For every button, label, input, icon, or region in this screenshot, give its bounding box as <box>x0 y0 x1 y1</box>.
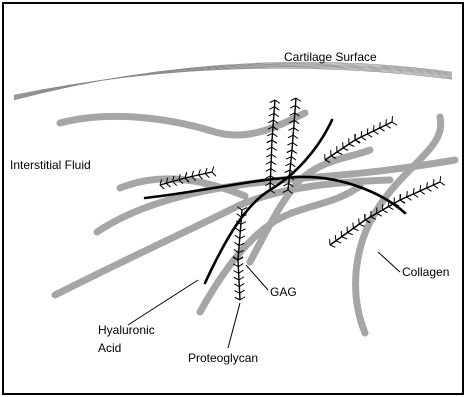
gag-chain <box>234 242 239 245</box>
gag-chain <box>271 169 276 172</box>
gag-chain <box>240 297 245 300</box>
label-collagen: Collagen <box>402 265 449 279</box>
gag-chain <box>330 245 335 247</box>
gag-chain <box>240 290 245 293</box>
gag-chain <box>295 105 300 108</box>
gag-chain <box>236 228 241 231</box>
gag-chain <box>388 207 393 210</box>
gag-chain <box>383 210 388 213</box>
label-hyaluronic-acid-line1: Hyaluronic <box>98 323 155 337</box>
gag-chain <box>237 214 242 217</box>
hyaluronic-acid-strand <box>205 120 332 283</box>
gag-chain <box>160 185 164 189</box>
gag-chain <box>427 182 428 188</box>
gag-chain <box>205 174 209 178</box>
gag-chain <box>274 113 279 116</box>
gag-chain <box>407 191 408 197</box>
gag-chain <box>440 176 441 182</box>
gag-chain <box>374 125 375 131</box>
gag-chain <box>374 131 379 134</box>
gag-chain <box>392 116 393 122</box>
gag-chain <box>291 163 296 166</box>
gag-chain <box>400 200 405 203</box>
gag-chain <box>235 235 240 238</box>
gag-chain <box>349 144 354 146</box>
gag-chain <box>336 241 341 243</box>
gag-chain <box>275 100 280 103</box>
gag-chain <box>238 263 243 266</box>
gag-chain <box>413 188 414 194</box>
label-cartilage-surface: Cartilage Surface <box>284 50 377 64</box>
surface-hatch-line <box>14 65 452 97</box>
gag-chain <box>271 154 276 157</box>
gag-chain <box>355 134 356 140</box>
gag-chain <box>413 194 418 197</box>
gag-chain <box>294 128 299 131</box>
gag-chain <box>293 143 298 146</box>
label-hyaluronic-acid-line2: Acid <box>98 341 121 355</box>
gag-chain <box>427 188 432 191</box>
gag-chain <box>359 224 364 226</box>
gag-chain <box>166 183 170 187</box>
gag-chain <box>271 161 276 164</box>
gag-chain <box>392 122 397 125</box>
gag-chain <box>272 140 277 143</box>
gag-chain <box>292 150 297 153</box>
collagen-fibers <box>55 113 455 333</box>
gag-chain <box>293 135 298 138</box>
gag-chain <box>433 185 438 188</box>
gag-chain <box>433 179 434 185</box>
surface-hatch-line <box>14 67 452 97</box>
leader-line-collagen <box>378 252 400 272</box>
gag-chain <box>272 147 277 150</box>
leader-line-proteoglycan <box>228 303 240 348</box>
gag-chain <box>400 194 401 200</box>
gag-chain <box>367 128 368 134</box>
gag-chain <box>386 125 391 128</box>
gag-chain <box>348 233 353 235</box>
gag-chain <box>386 119 387 125</box>
gag-chain <box>440 182 445 185</box>
cartilage-surface-band <box>14 62 452 100</box>
gag-chain <box>342 237 347 239</box>
surface-hatch-line <box>14 67 452 95</box>
label-gag: GAG <box>270 285 297 299</box>
gag-chain <box>361 131 362 137</box>
leader-line-gag <box>246 265 268 290</box>
gag-chain <box>367 134 372 137</box>
label-proteoglycan: Proteoglycan <box>188 351 258 365</box>
gag-chain <box>380 128 385 131</box>
hyaluronic-acid-strands <box>145 120 405 283</box>
gag-chain <box>343 148 348 150</box>
gag-chain <box>361 137 366 140</box>
gag-chain <box>420 185 421 191</box>
gag-chain <box>212 172 216 176</box>
gag-chain <box>275 107 280 110</box>
gag-chain <box>353 228 358 230</box>
gag-chain <box>380 122 381 128</box>
gag-chain <box>407 197 412 200</box>
gag-chain <box>239 277 244 280</box>
gag-chain <box>296 98 301 101</box>
gag-chain <box>273 133 278 136</box>
collagen-fiber <box>60 113 305 135</box>
gag-chain <box>239 270 244 273</box>
gag-chain <box>337 152 342 154</box>
label-interstitial-fluid: Interstitial Fluid <box>10 158 91 172</box>
leader-line-hyaluronic-acid <box>128 280 198 325</box>
surface-hatch-line <box>14 68 452 95</box>
gag-chain <box>420 191 425 194</box>
gag-chain <box>291 157 296 160</box>
gag-chain <box>212 166 214 172</box>
gag-chain <box>239 283 244 286</box>
